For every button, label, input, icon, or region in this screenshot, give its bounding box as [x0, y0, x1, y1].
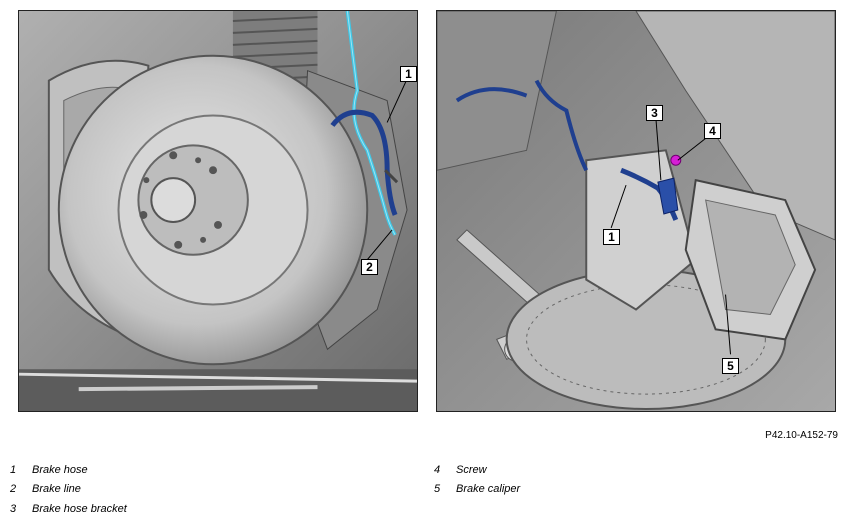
legend-number: 4	[434, 463, 441, 476]
legend-item: 1 Brake hose	[10, 460, 127, 480]
legend-left: 1 Brake hose 2 Brake line 3 Brake hose b…	[10, 460, 127, 518]
legend-item: 5 Brake caliper	[434, 480, 520, 500]
legend-text: Brake caliper	[456, 483, 521, 496]
legend-right: 4 Screw 5 Brake caliper	[434, 460, 520, 499]
callout-2-left: 2	[361, 259, 378, 275]
brake-disc-illustration	[19, 11, 417, 411]
callout-1-right: 1	[603, 229, 620, 245]
legend-item: 2 Brake line	[10, 480, 127, 500]
legend-number: 2	[10, 483, 17, 496]
legend-text: Brake line	[32, 483, 81, 496]
legend-item: 3 Brake hose bracket	[10, 499, 127, 518]
left-illustration-panel: 1 2	[18, 10, 418, 412]
legend-number: 3	[10, 502, 17, 515]
legend-number: 5	[434, 483, 441, 496]
callout-5-right: 5	[722, 358, 739, 374]
callout-4-right: 4	[704, 123, 721, 139]
legend-text: Brake hose	[32, 463, 88, 476]
brake-caliper-illustration	[437, 11, 835, 411]
legend-text: Brake hose bracket	[32, 502, 127, 515]
callout-3-right: 3	[646, 105, 663, 121]
legend-number: 1	[10, 463, 17, 476]
right-illustration-panel: 3 4 1 5	[436, 10, 836, 412]
legend-item: 4 Screw	[434, 460, 520, 480]
legend-text: Screw	[456, 463, 487, 476]
callout-1-left: 1	[400, 66, 417, 82]
figure-id: P42.10-A152-79	[765, 430, 838, 441]
